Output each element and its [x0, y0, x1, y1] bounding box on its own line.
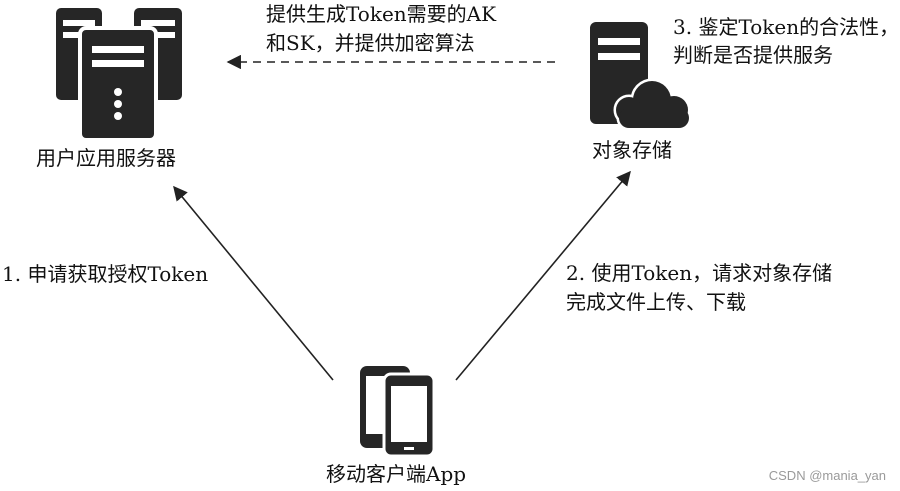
edge-label-provide-keys-line1: 提供生成Token需要的AK: [266, 2, 497, 26]
watermark: CSDN @mania_yan: [768, 468, 886, 483]
edge-label-verify-token-line2: 判断是否提供服务: [673, 43, 833, 67]
edge-label-verify-token-line1: 3. 鉴定Token的合法性，: [673, 15, 900, 39]
arrow-app-to-storage: [455, 170, 631, 381]
node-label-object-storage: 对象存储: [592, 138, 672, 162]
node-label-mobile-app: 移动客户端App: [326, 462, 467, 486]
server-stack-icon: [56, 8, 182, 142]
cloud-server-icon: [590, 22, 692, 131]
edge-label-request-token: 1. 申请获取授权Token: [2, 262, 209, 286]
edge-label-provide-keys-line2: 和SK，并提供加密算法: [266, 31, 475, 55]
edge-label-use-token-line1: 2. 使用Token，请求对象存储: [566, 261, 833, 285]
node-label-user-server: 用户应用服务器: [36, 146, 176, 170]
arrow-app-to-server: [173, 185, 334, 381]
edge-label-use-token-line2: 完成文件上传、下载: [566, 290, 746, 314]
mobile-phones-icon: [360, 366, 436, 458]
